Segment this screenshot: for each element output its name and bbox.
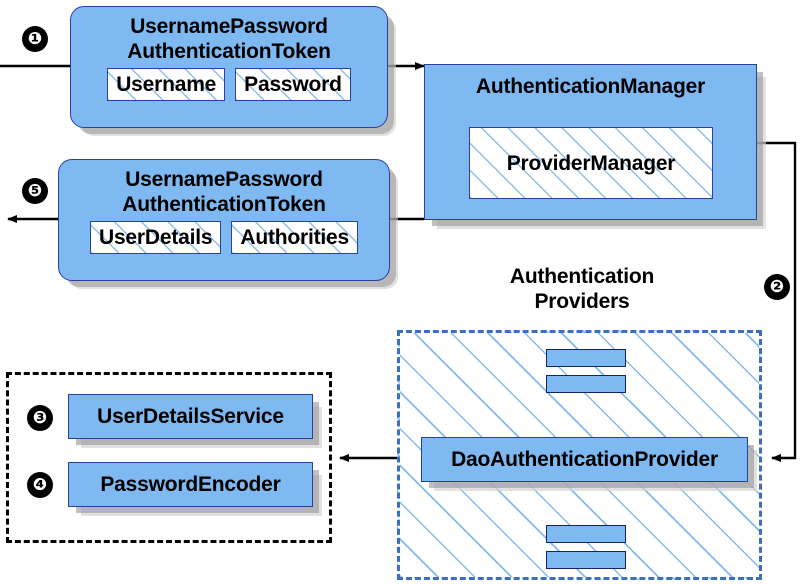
request-token-title-line1: UsernamePassword — [130, 15, 328, 38]
field-authorities: Authorities — [231, 221, 358, 254]
step-badge-5: ❺ — [22, 178, 48, 204]
provider-stub-top-1 — [546, 349, 626, 367]
field-password: Password — [235, 68, 351, 101]
provider-stub-top-2 — [546, 375, 626, 393]
request-token-fields: Username Password — [71, 64, 387, 101]
response-token-title: UsernamePassword AuthenticationToken — [59, 160, 389, 217]
username-password-authentication-token-request: UsernamePassword AuthenticationToken Use… — [70, 6, 388, 128]
field-user-details: UserDetails — [89, 221, 222, 254]
provider-stub-bottom-1 — [546, 525, 626, 543]
step-badge-1: ❶ — [22, 26, 48, 52]
providers-label-line2: Providers — [534, 290, 630, 313]
request-token-title-line2: AuthenticationToken — [127, 40, 331, 63]
step-badge-3: ❸ — [27, 405, 53, 431]
field-username: Username — [107, 68, 226, 101]
authentication-manager-title: AuthenticationManager — [475, 75, 706, 98]
authentication-manager-card: AuthenticationManager ProviderManager — [424, 64, 757, 220]
user-details-service-box: UserDetailsService — [68, 394, 313, 439]
step-badge-4: ❹ — [27, 472, 53, 498]
response-token-title-line1: UsernamePassword — [125, 168, 323, 191]
username-password-authentication-token-response: UsernamePassword AuthenticationToken Use… — [58, 159, 390, 281]
providers-label-line1: Authentication — [509, 265, 655, 288]
step-badge-2: ❷ — [764, 274, 790, 300]
authentication-providers-label: Authentication Providers — [462, 264, 702, 314]
response-token-fields: UserDetails Authorities — [59, 217, 389, 254]
password-encoder-box: PasswordEncoder — [68, 462, 313, 507]
dao-authentication-provider-box: DaoAuthenticationProvider — [421, 437, 748, 482]
request-token-title: UsernamePassword AuthenticationToken — [71, 7, 387, 64]
provider-stub-bottom-2 — [546, 551, 626, 569]
response-token-title-line2: AuthenticationToken — [122, 193, 326, 216]
provider-dependencies-group — [6, 372, 332, 543]
provider-manager-box: ProviderManager — [469, 127, 713, 199]
